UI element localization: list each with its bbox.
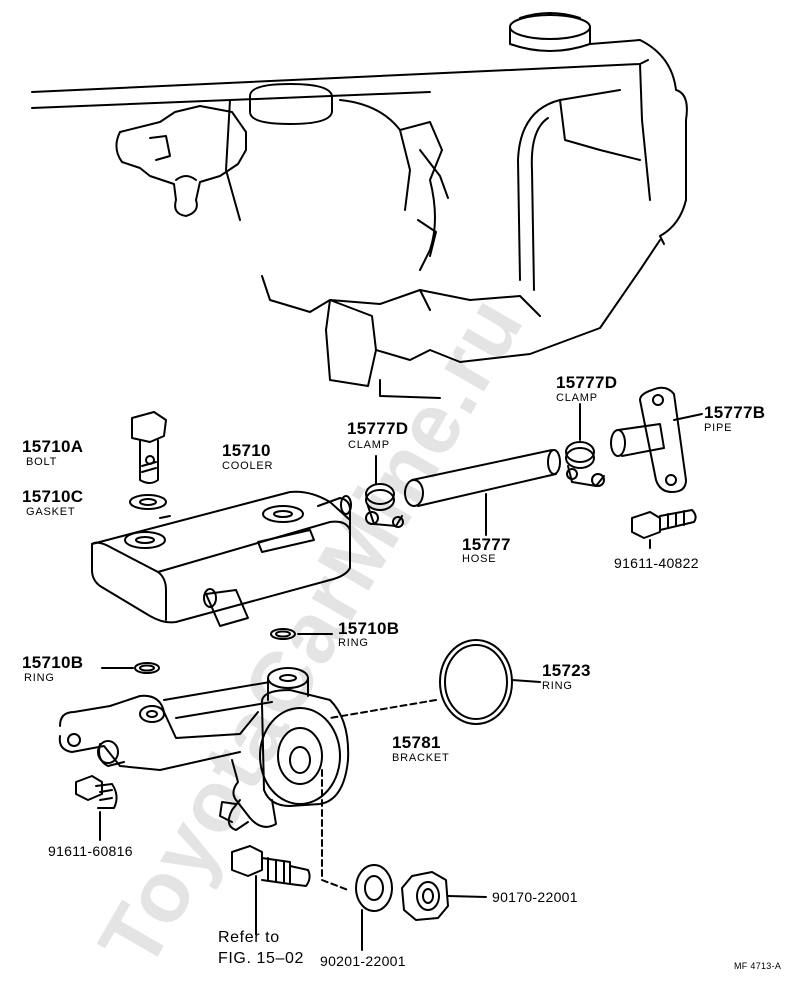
ring-15710b-right-drawing — [270, 628, 333, 640]
diagram-code: MF 4713-A — [734, 961, 782, 971]
part-number-clamp-left: 15777D — [347, 419, 409, 438]
reference-line-1: Refer to — [218, 929, 280, 946]
part-name-bracket: BRACKET — [392, 752, 450, 764]
part-number-cooler: 15710 — [222, 441, 271, 460]
ring-15710b-left-drawing — [101, 662, 160, 674]
part-name-clamp-left: CLAMP — [348, 439, 390, 451]
ring-15723-drawing — [329, 639, 541, 725]
engine-block-drawing — [31, 12, 688, 399]
part-number-ring-right: 15710B — [338, 619, 400, 638]
gasket-15710c-drawing — [129, 494, 167, 510]
part-number-hose: 15777 — [462, 535, 511, 554]
part-number-bracket: 15781 — [392, 733, 441, 752]
part-number-pipe: 15777B — [704, 403, 766, 422]
bolt-91611-60816-drawing — [75, 775, 118, 841]
bolt-15710a-drawing — [131, 411, 167, 484]
part-number-ring-left: 15710B — [22, 653, 84, 672]
part-number-clamp-right: 15777D — [556, 373, 618, 392]
clamp-left-drawing — [365, 455, 404, 528]
hose-15777-drawing — [404, 449, 561, 536]
part-name-pipe: PIPE — [704, 422, 733, 434]
part-name-ring-left: RING — [24, 672, 55, 684]
part-number-gasket: 15710C — [22, 487, 84, 506]
bracket-15781-drawing — [58, 667, 350, 891]
bolt-91611-40822-drawing — [631, 509, 697, 549]
part-name-cooler: COOLER — [222, 460, 274, 472]
reference-line-2: FIG. 15–02 — [218, 950, 305, 967]
part-name-bolt: BOLT — [26, 456, 58, 468]
part-name-ring-large: RING — [542, 680, 573, 692]
cooler-15710-drawing — [91, 490, 352, 627]
nut-drawing — [401, 871, 487, 921]
pipe-15777b-drawing — [610, 386, 703, 493]
part-name-clamp-right: CLAMP — [556, 392, 598, 404]
part-number-pipe-bolt: 91611-40822 — [614, 555, 699, 571]
part-name-ring-right: RING — [338, 637, 369, 649]
union-fitting-drawing — [231, 845, 311, 935]
part-name-hose: HOSE — [462, 553, 497, 565]
part-number-nut: 90170-22001 — [492, 889, 578, 905]
part-number-ring-large: 15723 — [542, 661, 591, 680]
washer-drawing — [355, 864, 393, 951]
part-name-gasket: GASKET — [26, 506, 76, 518]
part-number-bolt: 15710A — [22, 437, 84, 456]
part-number-washer: 90201-22001 — [320, 953, 406, 969]
part-number-bracket-bolt: 91611-60816 — [48, 843, 133, 859]
clamp-right-drawing — [565, 403, 605, 487]
